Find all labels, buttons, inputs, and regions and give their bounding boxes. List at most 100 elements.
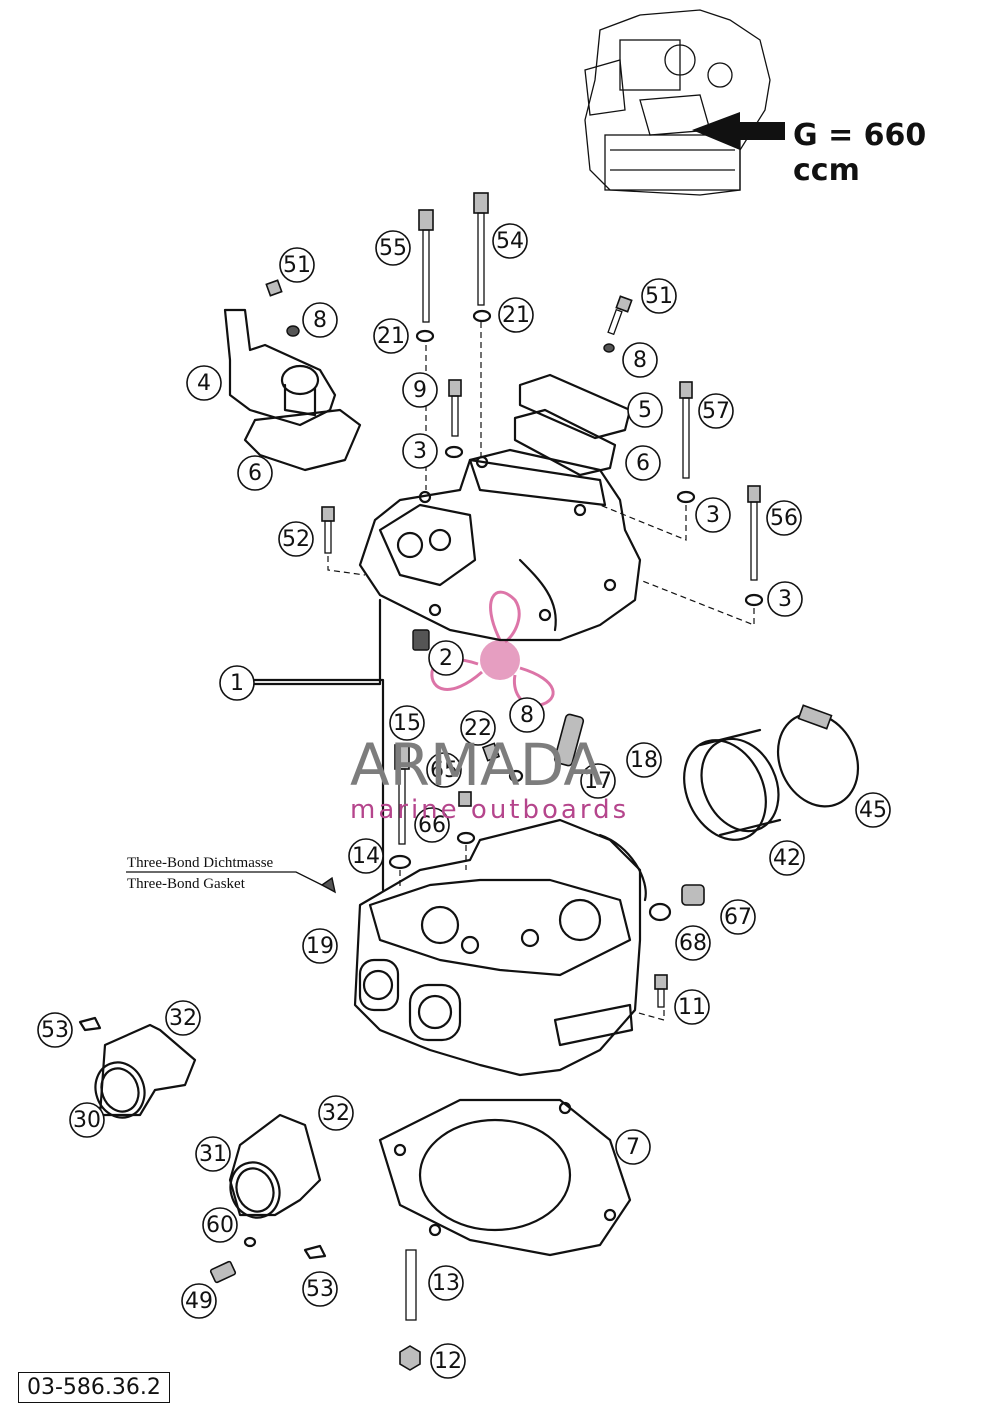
callout-c32b: 32 xyxy=(318,1095,354,1131)
callout-c9: 9 xyxy=(402,372,438,408)
callout-c7: 7 xyxy=(615,1129,651,1165)
callout-c3a: 3 xyxy=(402,433,438,469)
callout-circle xyxy=(181,1283,217,1319)
callout-c56: 56 xyxy=(766,500,802,536)
callout-label: 49 xyxy=(185,1289,213,1314)
callout-circle xyxy=(698,393,734,429)
callout-c53a: 53 xyxy=(37,1012,73,1048)
callout-c1: 1 xyxy=(219,665,255,701)
small-parts-middle xyxy=(320,713,668,1021)
callout-c3b: 3 xyxy=(695,497,731,533)
callout-circle xyxy=(302,302,338,338)
callout-label: 60 xyxy=(206,1213,234,1238)
callout-circle xyxy=(492,223,528,259)
callout-circle xyxy=(626,742,662,778)
callout-circle xyxy=(318,1095,354,1131)
callout-c19: 19 xyxy=(302,928,338,964)
watermark-brand: ARMADA xyxy=(350,731,603,799)
callout-circle xyxy=(460,710,496,746)
callout-label: 67 xyxy=(724,905,752,930)
leader-part-1 xyxy=(253,598,385,892)
small-parts-intake xyxy=(78,1016,327,1284)
callout-label: 68 xyxy=(679,931,707,956)
callout-label: 17 xyxy=(584,769,612,794)
callout-c49: 49 xyxy=(181,1283,217,1319)
callout-circle xyxy=(402,372,438,408)
callout-c3c: 3 xyxy=(767,581,803,617)
callout-label: 18 xyxy=(630,748,658,773)
part-42-intake-boot xyxy=(683,728,782,841)
callout-c21a: 21 xyxy=(373,318,409,354)
callout-c53b: 53 xyxy=(302,1271,338,1307)
callout-label: 32 xyxy=(169,1006,197,1031)
callout-c65: 65 xyxy=(426,752,462,788)
callout-label: 51 xyxy=(645,284,673,309)
callout-circle xyxy=(219,665,255,701)
callout-c51b: 51 xyxy=(641,278,677,314)
callout-label: 56 xyxy=(770,506,798,531)
callout-circle xyxy=(195,1136,231,1172)
callout-label: 12 xyxy=(434,1349,462,1374)
callout-circle xyxy=(769,840,805,876)
callout-circle xyxy=(186,365,222,401)
callout-label: 53 xyxy=(306,1277,334,1302)
callout-label: 21 xyxy=(377,324,405,349)
callout-circle xyxy=(414,807,450,843)
callout-label: 45 xyxy=(859,798,887,823)
callout-c51a: 51 xyxy=(279,247,315,283)
part-6-gasket-right xyxy=(513,408,617,477)
callout-circle xyxy=(426,752,462,788)
callout-c66: 66 xyxy=(414,807,450,843)
callout-c31: 31 xyxy=(195,1136,231,1172)
callout-label: 15 xyxy=(393,711,421,736)
callout-circle xyxy=(348,838,384,874)
callout-circle xyxy=(37,1012,73,1048)
callout-label: 2 xyxy=(439,646,453,671)
callout-label: 19 xyxy=(306,934,334,959)
callout-circle xyxy=(695,497,731,533)
callout-label: 8 xyxy=(633,348,647,373)
callout-label: 8 xyxy=(520,703,534,728)
callout-circle xyxy=(627,392,663,428)
callout-c32a: 32 xyxy=(165,1000,201,1036)
callout-circle xyxy=(767,581,803,617)
cylinder-head xyxy=(353,818,647,1077)
callout-label: 21 xyxy=(502,303,530,328)
note-leader xyxy=(126,871,323,886)
callout-c17: 17 xyxy=(580,763,616,799)
callout-label: 14 xyxy=(352,844,380,869)
callout-c18: 18 xyxy=(626,742,662,778)
bolts-upper xyxy=(265,192,764,607)
callout-label: 3 xyxy=(413,439,427,464)
callout-c8b: 8 xyxy=(622,342,658,378)
callout-label: 1 xyxy=(230,671,244,696)
callout-circle xyxy=(641,278,677,314)
callout-c4: 4 xyxy=(186,365,222,401)
callout-c14: 14 xyxy=(348,838,384,874)
callout-circle xyxy=(498,297,534,333)
callout-c60: 60 xyxy=(202,1207,238,1243)
callout-circle xyxy=(373,318,409,354)
callout-circle xyxy=(402,433,438,469)
callout-circle xyxy=(237,455,273,491)
callout-label: 32 xyxy=(322,1101,350,1126)
callout-label: 31 xyxy=(199,1142,227,1167)
callout-circle xyxy=(766,500,802,536)
callout-label: 66 xyxy=(418,813,446,838)
callout-circle xyxy=(375,230,411,266)
callout-c11: 11 xyxy=(674,989,710,1025)
part-6-gasket-left xyxy=(243,408,362,472)
callout-c54: 54 xyxy=(492,223,528,259)
callout-label: 22 xyxy=(464,716,492,741)
callout-c21b: 21 xyxy=(498,297,534,333)
part-7-head-gasket xyxy=(378,1098,632,1257)
callout-circle xyxy=(302,1271,338,1307)
document-code: 03-586.36.2 xyxy=(18,1372,170,1403)
callout-label: 6 xyxy=(248,461,262,486)
cylinder-head-cover xyxy=(358,448,642,642)
callout-c5: 5 xyxy=(627,392,663,428)
callout-label: 11 xyxy=(678,995,706,1020)
part-31-intake-flange xyxy=(228,1113,322,1219)
callout-circle xyxy=(428,640,464,676)
